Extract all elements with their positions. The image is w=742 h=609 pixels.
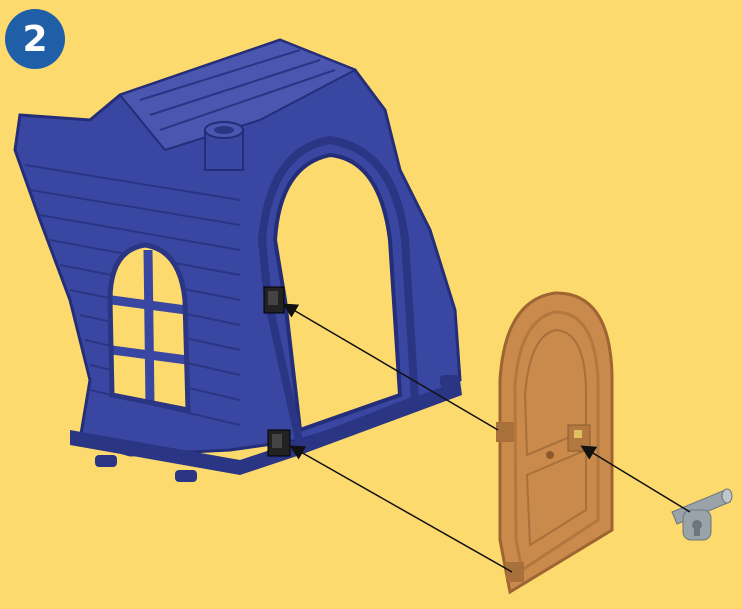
padlock <box>672 489 732 540</box>
house-wall-piece <box>15 40 462 482</box>
arrow-bottom-hinge <box>292 447 512 572</box>
arched-door <box>496 293 612 592</box>
hinge-clip-top <box>264 287 284 313</box>
hinge-clip-bottom <box>268 430 290 456</box>
